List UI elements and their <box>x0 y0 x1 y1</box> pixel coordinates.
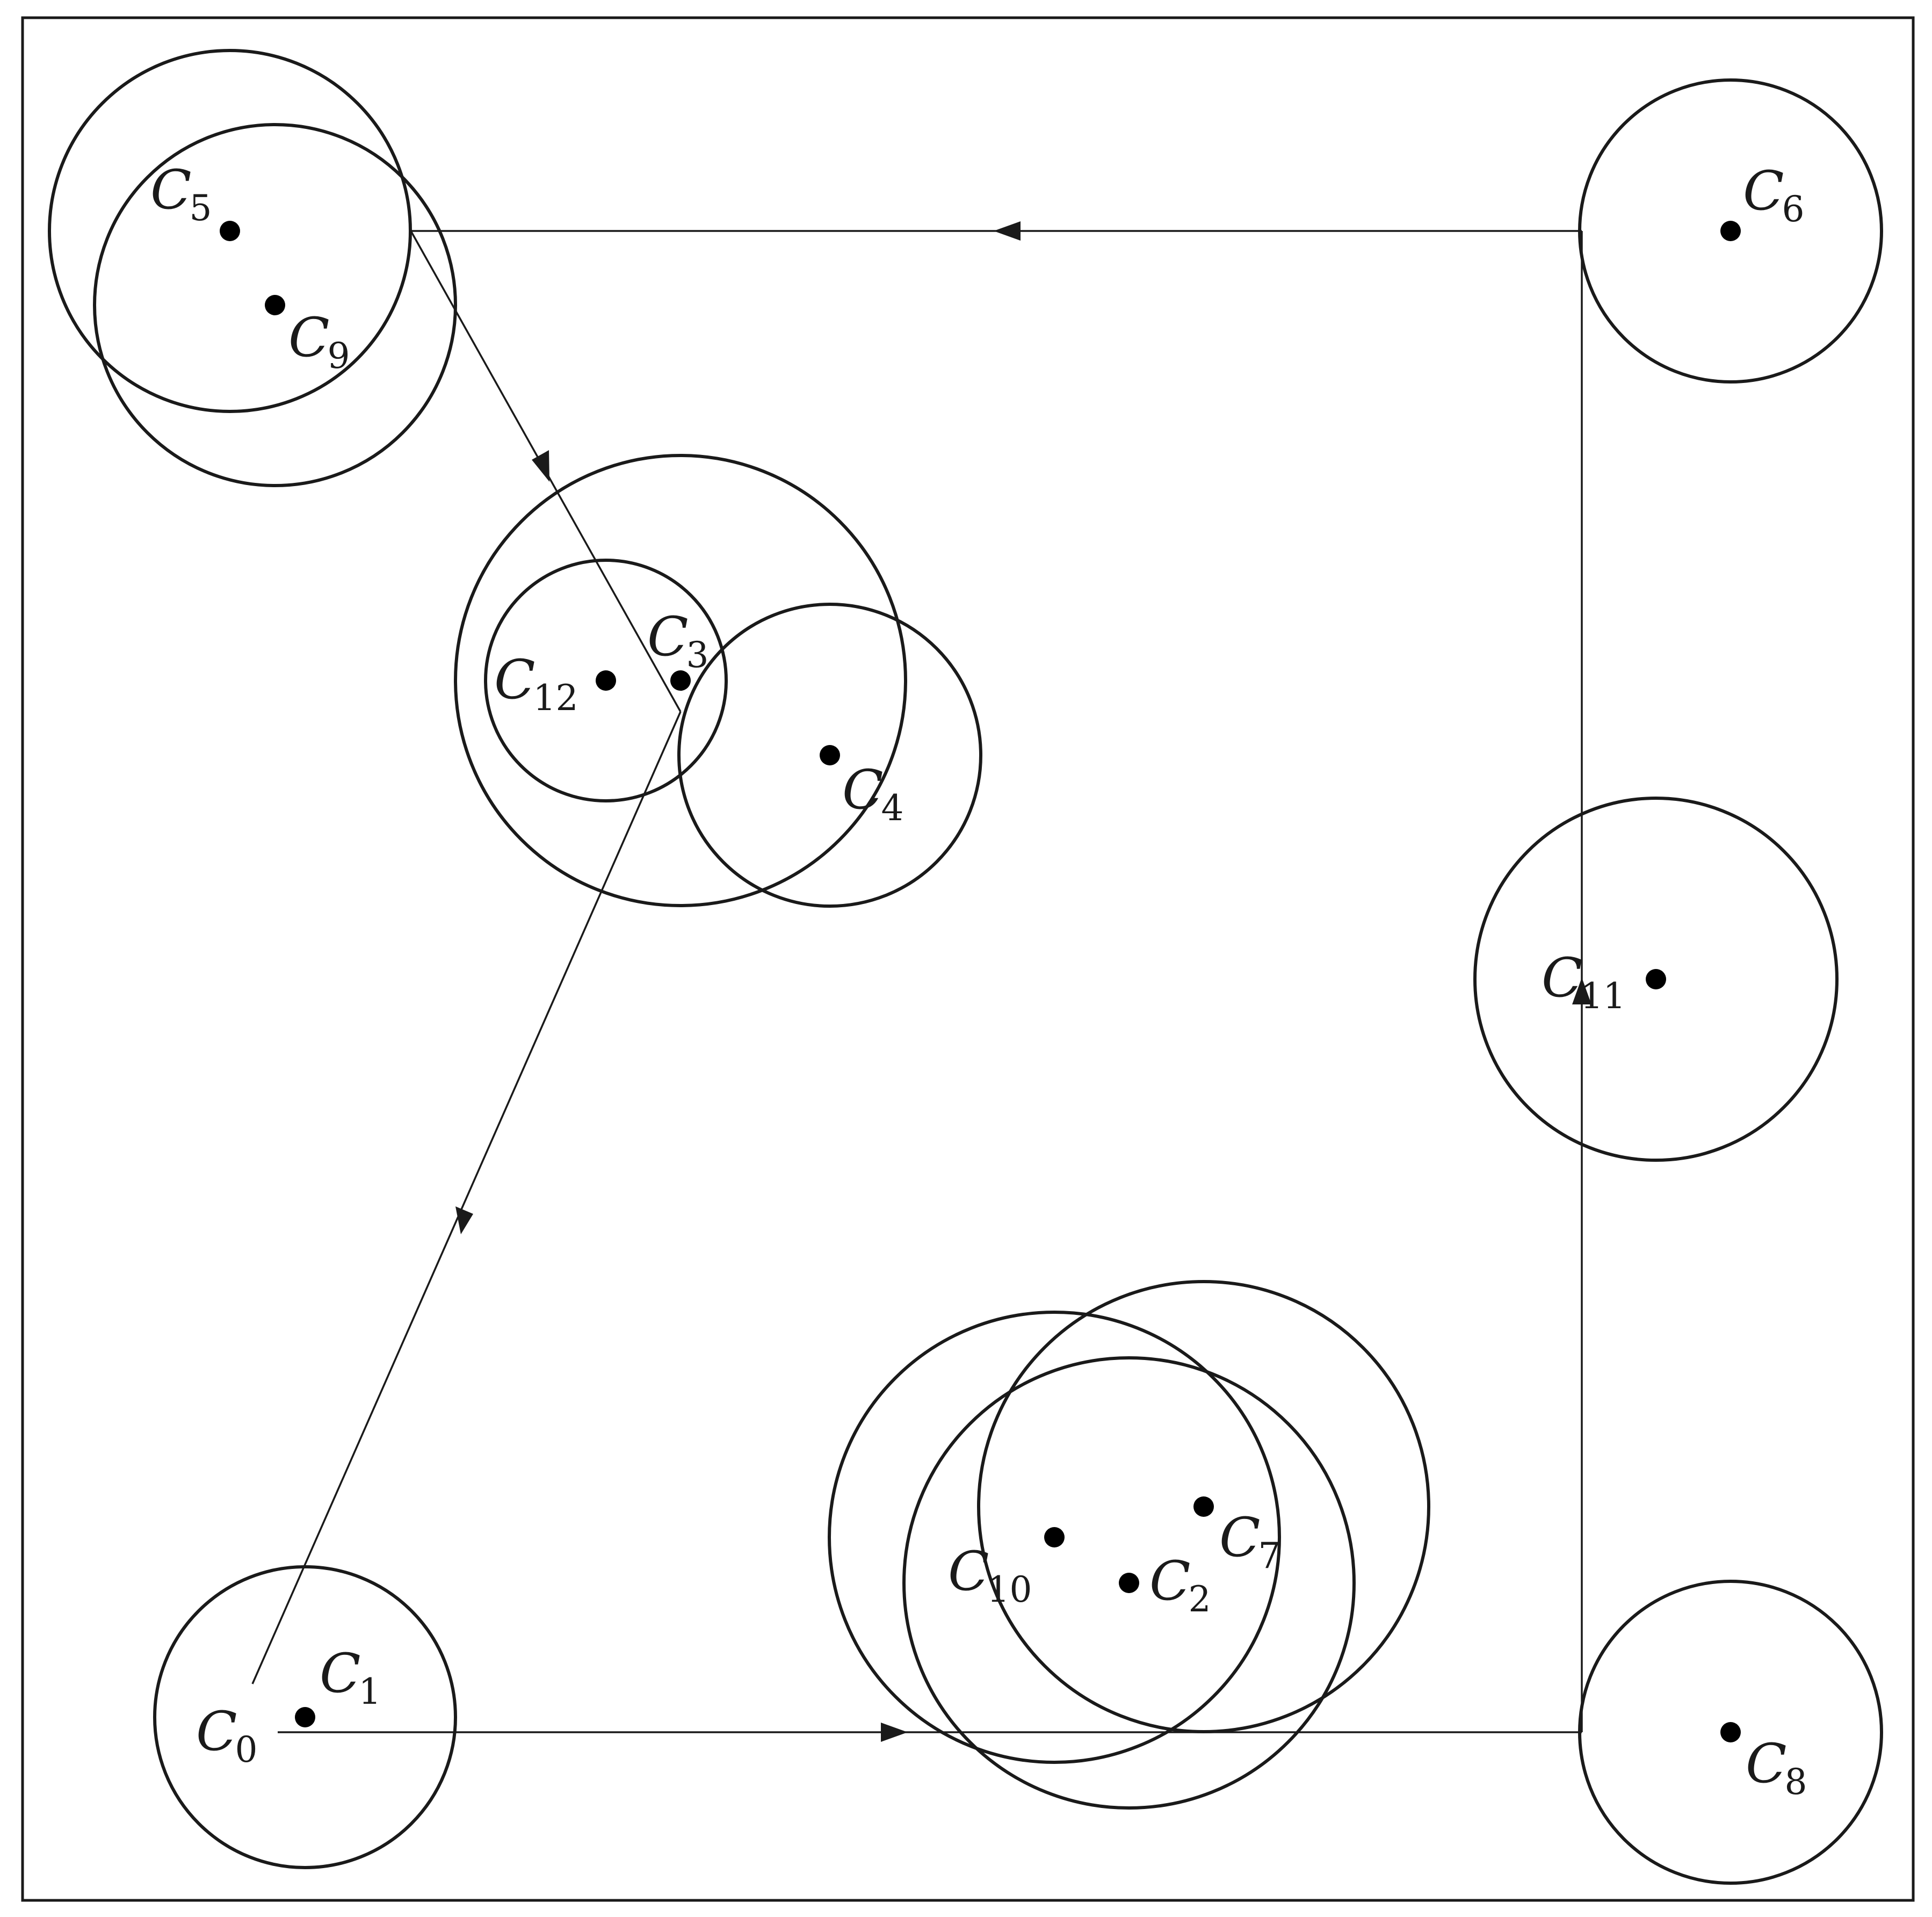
labels-group: C0 C1 C2 C3 C4 C5 C6 C7 C8 C9 C10 <box>150 158 1807 1803</box>
center-dot-c7 <box>1193 1496 1214 1517</box>
label-c8: C8 <box>1746 1732 1807 1803</box>
label-c12: C12 <box>494 648 578 719</box>
label-c0: C0 <box>196 1700 258 1770</box>
circle-c4 <box>677 603 982 908</box>
arrowhead-down-right <box>532 450 549 482</box>
label-c10: C10 <box>948 1540 1032 1610</box>
center-dot-c4 <box>820 745 840 765</box>
arrowhead-down-left <box>455 1206 473 1234</box>
circle-c1 <box>153 1565 457 1869</box>
center-dot-c5 <box>220 221 240 241</box>
center-dot-c9 <box>265 295 285 315</box>
label-c1: C1 <box>320 1642 381 1712</box>
label-c3: C3 <box>647 605 709 676</box>
center-dot-c1 <box>295 1707 315 1727</box>
center-dot-c3 <box>670 670 691 691</box>
circles-group <box>48 49 1883 1885</box>
label-c9: C9 <box>288 306 350 377</box>
arrowhead-up <box>1572 978 1591 1004</box>
label-c7: C7 <box>1219 1506 1281 1576</box>
label-c2: C2 <box>1149 1550 1211 1620</box>
arrowhead-left <box>994 221 1021 241</box>
circle-c3 <box>454 454 907 907</box>
center-dot-c12 <box>596 670 616 691</box>
arrowheads-group <box>455 221 1591 1742</box>
center-dot-c8 <box>1720 1722 1741 1742</box>
label-c4: C4 <box>842 758 904 829</box>
arrowhead-right <box>881 1723 908 1742</box>
path-segment-c3-c0 <box>251 711 682 1684</box>
diagram-frame <box>21 16 1915 1902</box>
center-dot-c10 <box>1044 1527 1065 1547</box>
circle-c5 <box>48 49 412 413</box>
label-c6: C6 <box>1743 160 1805 230</box>
label-c11: C11 <box>1542 946 1626 1017</box>
circle-c9 <box>93 123 457 487</box>
center-dot-c2 <box>1119 1573 1139 1593</box>
circle-c2 <box>902 1356 1356 1810</box>
label-c5: C5 <box>150 158 212 229</box>
center-dots-group <box>220 221 1741 1742</box>
circle-c11 <box>1473 797 1839 1162</box>
center-dot-c6 <box>1720 221 1741 241</box>
circle-c12 <box>484 559 728 802</box>
center-dot-c11 <box>1646 969 1666 989</box>
circle-c10 <box>828 1311 1281 1764</box>
